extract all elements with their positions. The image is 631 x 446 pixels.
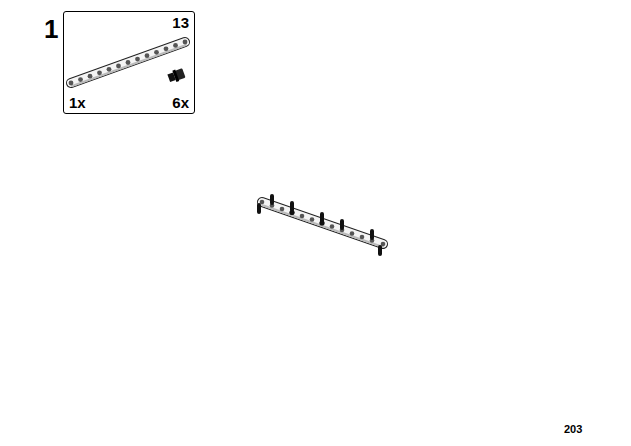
part-length: 13 — [64, 12, 194, 31]
parts-callout-box: 13 1x 6x — [63, 11, 195, 114]
quantity-row: 1x 6x — [69, 94, 189, 111]
step-number: 1 — [44, 14, 58, 45]
part-quantity: 1x — [69, 94, 86, 111]
beam-assembly — [259, 196, 385, 254]
page-number: 203 — [564, 423, 582, 435]
part-quantity: 6x — [172, 94, 189, 111]
